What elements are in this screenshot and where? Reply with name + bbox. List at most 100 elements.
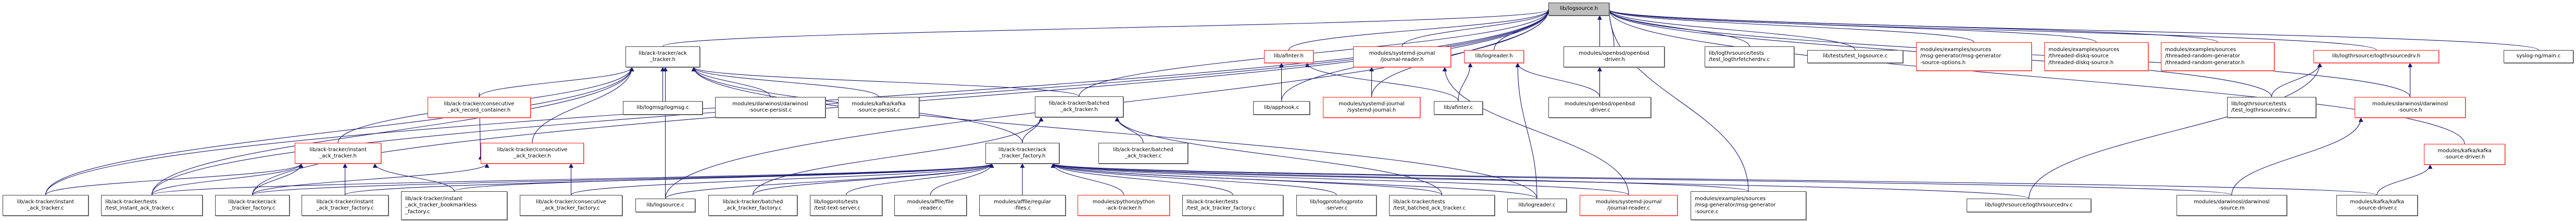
edge-ack-tracker-h-to-logsource-h [662, 9, 1550, 47]
edge-kafka-driver-h-to-logsource-h [1607, 9, 2465, 144]
edge-batched-c-to-batched-h [1115, 117, 1144, 143]
edge-factory-h-to-batched-h [1022, 117, 1044, 143]
node-label: lib/ack-tracker/instant _ack_tracker.c [17, 199, 74, 212]
node-label: lib/ack-tracker/batched _ack_tracker.c [1113, 146, 1173, 159]
node-label: modules/python/python -ack-tracker.h [1092, 199, 1155, 212]
graph-node-test-logthrsourcedrv-c[interactable]: lib/logthrsource/tests /test_logthrsourc… [2227, 97, 2316, 118]
graph-node-test-instant-c[interactable]: lib/ack-tracker/tests /test_instant_ack_… [101, 195, 203, 216]
graph-node-afinter-c[interactable]: lib/afinter.c [1434, 101, 1483, 115]
graph-node-test-batched-c[interactable]: lib/ack-tracker/tests /test_batched_ack_… [1389, 195, 1495, 216]
graph-node-journal-reader-h[interactable]: modules/systemd-journal /journal-reader.… [1353, 46, 1451, 67]
edge-test-instant-c-to-instant-h [151, 163, 304, 195]
graph-node-logsource-c[interactable]: lib/logsource.c [635, 199, 695, 212]
node-label: lib/ack-tracker/ack _tracker_factory.c [228, 199, 277, 212]
node-label: modules/examples/sources /threaded-rando… [2165, 46, 2245, 66]
edge-consec-h-to-ack-tracker-h [532, 67, 634, 143]
graph-node-kafka-driver-c[interactable]: modules/kafka/kafka -source-driver.c [2336, 195, 2418, 216]
node-label: modules/affile/file -reader.c [907, 199, 954, 212]
node-label: lib/logreader.h [1475, 53, 1513, 59]
edge-msg-gen-options-h-to-logsource-h [1607, 9, 1974, 43]
graph-node-openbsd-driver-c[interactable]: modules/openbsd/openbsd -driver.c [1548, 97, 1651, 118]
graph-node-diskq-source-h[interactable]: modules/examples/sources /threaded-diskq… [2044, 42, 2148, 71]
graph-node-logreader-c[interactable]: lib/logreader.c [1507, 199, 1567, 212]
graph-node-apphook-c[interactable]: lib/apphook.c [1253, 101, 1310, 115]
graph-node-test-logthrfetcherdrv-c[interactable]: lib/logthrsource/tests /test_logthrfetch… [1705, 46, 1794, 67]
node-label: lib/tests/test_logsource.c [1822, 53, 1888, 59]
graph-node-kafka-driver-h[interactable]: modules/kafka/kafka -source-driver.h [2424, 144, 2505, 165]
graph-node-ack-tracker-h[interactable]: lib/ack-tracker/ack _tracker.h [626, 46, 700, 67]
graph-node-openbsd-driver-h[interactable]: modules/openbsd/openbsd -driver.h [1564, 46, 1665, 67]
graph-node-logsource-h: lib/logsource.h [1548, 3, 1609, 16]
graph-node-main-c[interactable]: syslog-ng/main.c [2504, 50, 2573, 63]
node-label: lib/ack-tracker/batched _ack_tracker_fac… [722, 199, 783, 212]
edge-kafka-driver-c-to-kafka-driver-h [2377, 164, 2433, 195]
graph-node-batched-factory-c[interactable]: lib/ack-tracker/batched _ack_tracker_fac… [708, 195, 797, 216]
graph-node-test-logsource-c[interactable]: lib/tests/test_logsource.c [1807, 50, 1903, 63]
graph-node-kafka-persist-c[interactable]: modules/kafka/kafka -source-persist.c [838, 97, 919, 118]
graph-node-factory-c[interactable]: lib/ack-tracker/ack _tracker_factory.c [215, 195, 290, 216]
graph-node-logmsg-c[interactable]: lib/logmsg/logmsg.c [623, 101, 703, 115]
node-label: modules/affile/regular -files.c [994, 199, 1051, 212]
graph-node-bookmarkless-c[interactable]: lib/ack-tracker/instant _ack_tracker_boo… [401, 191, 507, 220]
graph-node-consec-factory-c[interactable]: lib/ack-tracker/consecutive _ack_tracker… [520, 195, 622, 216]
graph-node-instant-h[interactable]: lib/ack-tracker/instant _ack_tracker.h [295, 143, 381, 164]
edge-file-reader-c-to-factory-h [930, 163, 994, 195]
graph-node-file-reader-c[interactable]: modules/affile/file -reader.c [894, 195, 967, 216]
edge-batched-factory-c-to-factory-h [752, 163, 994, 195]
node-label: lib/logmsg/logmsg.c [636, 104, 689, 110]
edge-journal-reader-c-to-factory-h [1051, 163, 1629, 195]
edge-logthrsourcedrv-c-to-factory-h [1051, 163, 2030, 199]
graph-node-msg-gen-options-h[interactable]: modules/examples/sources /msg-generator/… [1916, 42, 2032, 71]
graph-node-consec-container-h[interactable]: lib/ack-tracker/consecutive _ack_record_… [428, 97, 531, 118]
node-label: modules/darwinosl/darwinosl -source-pers… [732, 101, 808, 114]
edge-afinter-c-to-logreader-h [1458, 63, 1473, 102]
node-label: lib/ack-tracker/ack _tracker_factory.h [998, 146, 1047, 159]
node-label: modules/examples/sources /msg-generator/… [1920, 46, 2002, 66]
graph-node-darwinosl-source-h[interactable]: modules/darwinosl/darwinosl -source.h [2355, 97, 2466, 118]
node-label: lib/logproto/logproto -server.c [1310, 199, 1363, 212]
edge-systemd-journal-h-to-logsource-h [1371, 9, 1551, 97]
node-label: lib/ack-tracker/ack _tracker.h [639, 50, 687, 63]
graph-node-random-gen-h[interactable]: modules/examples/sources /threaded-rando… [2161, 42, 2274, 71]
graph-node-systemd-journal-h[interactable]: modules/systemd-journal /systemd-journal… [1323, 97, 1420, 118]
graph-node-batched-c[interactable]: lib/ack-tracker/batched _ack_tracker.c [1098, 143, 1188, 164]
graph-node-logthrsourcedrv-c[interactable]: lib/logthrsource/logthrsourcedrv.c [1967, 199, 2091, 212]
graph-node-factory-h[interactable]: lib/ack-tracker/ack _tracker_factory.h [985, 143, 1059, 164]
graph-node-batched-h[interactable]: lib/ack-tracker/batched _ack_tracker.h [1035, 96, 1123, 117]
edge-factory-c-to-instant-h [252, 163, 304, 195]
graph-node-instant-c[interactable]: lib/ack-tracker/instant _ack_tracker.c [3, 195, 89, 216]
node-label: modules/examples/sources /threaded-diskq… [2048, 46, 2120, 66]
graph-node-darwinosl-persist-c[interactable]: modules/darwinosl/darwinosl -source-pers… [715, 97, 826, 118]
graph-node-python-ack-h[interactable]: modules/python/python -ack-tracker.h [1078, 195, 1170, 216]
node-label: modules/darwinosl/darwinosl -source.h [2372, 101, 2448, 114]
graph-node-logreader-h[interactable]: lib/logreader.h [1464, 50, 1524, 63]
node-label: lib/logthrsource/logthrsourcedrv.h [2332, 53, 2421, 59]
edge-journal-reader-c-to-journal-reader-h [1442, 67, 1629, 195]
node-label: lib/ack-tracker/tests /test_ack_tracker_… [1186, 199, 1256, 212]
edge-bookmarkless-c-to-factory-h [454, 163, 994, 192]
node-label: lib/logthrsource/tests /test_logthrsourc… [2231, 101, 2291, 114]
graph-node-regular-files-c[interactable]: modules/affile/regular -files.c [979, 195, 1066, 216]
graph-node-consec-h[interactable]: lib/ack-tracker/consecutive _ack_tracker… [481, 143, 584, 164]
edge-test-instant-c-to-ack-tracker-h [151, 67, 634, 195]
graph-node-instant-factory-c[interactable]: lib/ack-tracker/instant _ack_tracker_fac… [302, 195, 389, 216]
edge-test-instant-c-to-factory-h [151, 163, 994, 195]
node-label: modules/systemd-journal /journal-reader.… [1595, 199, 1662, 212]
node-label: lib/logsource.c [646, 202, 684, 208]
node-label: modules/kafka/kafka -source-persist.c [852, 101, 906, 114]
graph-node-test-text-server-c[interactable]: lib/logproto/tests /test-text-server.c [810, 195, 882, 216]
edge-consec-container-h-to-ack-tracker-h [479, 67, 634, 97]
edge-logthrsourcedrv-h-to-logsource-h [1607, 9, 2377, 51]
graph-node-test-factory-c[interactable]: lib/ack-tracker/tests /test_ack_tracker_… [1182, 195, 1283, 216]
graph-node-logthrsourcedrv-h[interactable]: lib/logthrsource/logthrsourcedrv.h [2314, 50, 2439, 63]
node-label: lib/ack-tracker/consecutive _ack_tracker… [536, 199, 606, 212]
edge-kafka-driver-c-to-factory-h [1051, 163, 2378, 195]
graph-node-journal-reader-c[interactable]: modules/systemd-journal /journal-reader.… [1580, 195, 1678, 216]
edge-bookmarkless-c-to-instant-h [372, 163, 455, 192]
graph-node-logproto-server-c[interactable]: lib/logproto/logproto -server.c [1296, 195, 1377, 216]
node-label: lib/afinter.h [1274, 53, 1304, 59]
edge-openbsd-driver-c-to-logreader-h [1515, 63, 1600, 97]
graph-node-darwinosl-source-m[interactable]: modules/darwinosl/darwinosl -source.m [2177, 195, 2287, 216]
graph-node-afinter-h[interactable]: lib/afinter.h [1264, 50, 1314, 63]
graph-node-msg-gen-source-c[interactable]: modules/examples/sources /msg-generator/… [1691, 191, 1806, 220]
